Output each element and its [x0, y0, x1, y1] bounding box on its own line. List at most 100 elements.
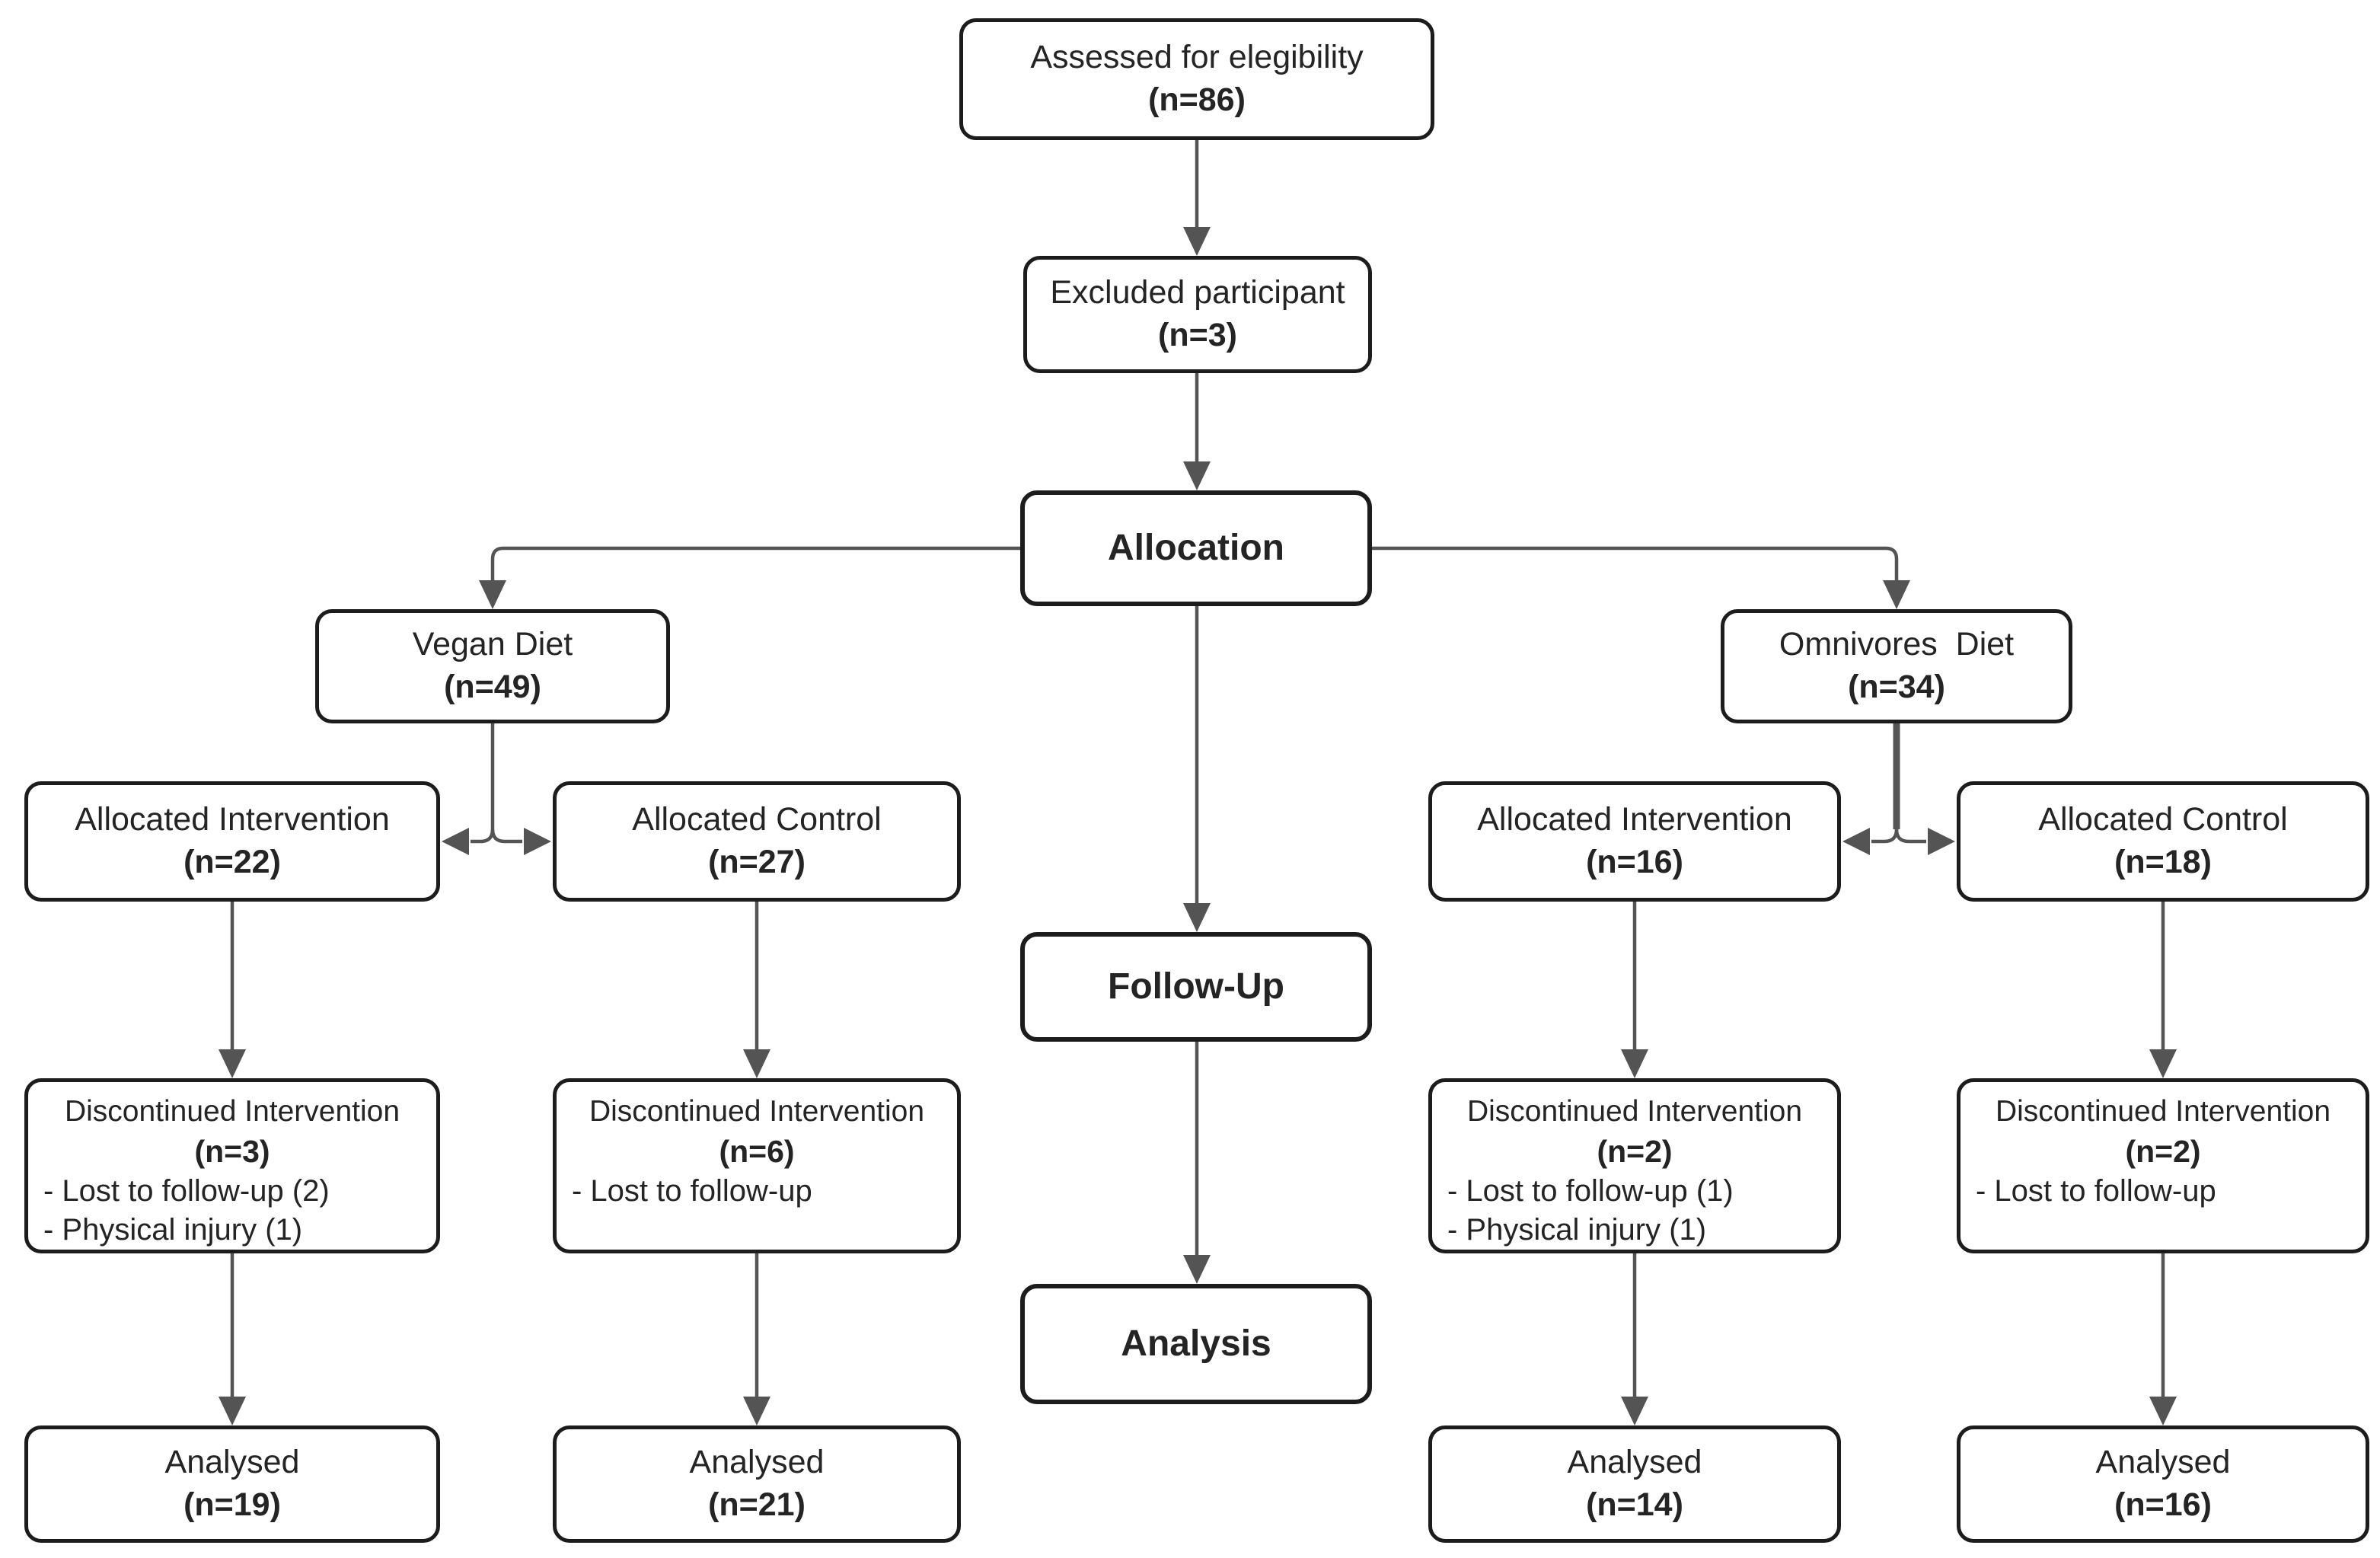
node-vegan-control-analysed: Analysed (n=21) [553, 1426, 961, 1543]
arrow-omnivores-intervention-to-discontinued [1621, 902, 1648, 1078]
node-omnivores-intervention-analysed: Analysed (n=14) [1428, 1426, 1841, 1543]
connector-branch-right [1894, 828, 1926, 844]
arrow-down-icon [1183, 903, 1211, 932]
node-label: Discontinued Intervention [589, 1095, 925, 1128]
node-label: Analysed [164, 1444, 300, 1481]
arrow-down-icon [2149, 1049, 2177, 1078]
node-count: (n=6) [719, 1133, 795, 1169]
arrow-down-icon [1183, 461, 1211, 490]
arrow-excluded-to-allocation [1183, 373, 1211, 490]
node-label: Assessed for elegibility [1030, 39, 1364, 76]
node-count: (n=34) [1848, 669, 1945, 705]
node-analysis: Analysis [1020, 1284, 1372, 1404]
node-count: (n=14) [1586, 1486, 1683, 1523]
node-count: (n=21) [708, 1486, 806, 1523]
node-count: (n=18) [2114, 844, 2212, 880]
node-omnivores-allocated-intervention: Allocated Intervention (n=16) [1428, 781, 1841, 902]
node-label: Allocated Control [2038, 801, 2288, 838]
arrow-allocation-to-followup [1183, 606, 1211, 932]
arrow-right-icon [1928, 828, 1955, 855]
node-follow-up: Follow-Up [1020, 932, 1372, 1042]
arrow-omnivores-to-allocated [1842, 723, 1955, 855]
node-label: Analysis [1121, 1323, 1271, 1364]
arrow-down-icon [743, 1049, 770, 1078]
node-count: (n=16) [2114, 1486, 2212, 1523]
arrow-right-icon [524, 828, 551, 855]
arrow-left-icon [442, 828, 469, 855]
node-count: (n=49) [444, 669, 541, 705]
node-count: (n=22) [183, 844, 281, 880]
discontinue-reason: - Lost to follow-up [1976, 1173, 2216, 1208]
arrow-omnivores-intervention-to-analysed [1621, 1253, 1648, 1426]
arrow-allocation-to-vegan [479, 546, 1020, 609]
node-omnivores-control-discontinued: Discontinued Intervention (n=2) - Lost t… [1957, 1078, 2369, 1253]
node-label: Analysed [689, 1444, 825, 1481]
connector-line [1372, 546, 1899, 582]
node-label: Discontinued Intervention [64, 1095, 400, 1128]
arrow-down-icon [219, 1397, 246, 1426]
node-vegan-diet: Vegan Diet (n=49) [315, 609, 670, 723]
node-label: Discontinued Intervention [1995, 1095, 2331, 1128]
arrow-down-icon [1183, 1255, 1211, 1284]
node-label: Follow-Up [1108, 966, 1284, 1007]
arrow-vegan-to-allocated [442, 723, 551, 855]
arrow-vegan-intervention-to-analysed [219, 1253, 246, 1426]
node-label: Allocated Control [632, 801, 882, 838]
arrow-down-icon [479, 580, 506, 609]
arrow-down-icon [1621, 1049, 1648, 1078]
arrow-omnivores-control-to-discontinued [2149, 902, 2177, 1078]
node-omnivores-allocated-control: Allocated Control (n=18) [1957, 781, 2369, 902]
arrow-vegan-control-to-discontinued [743, 902, 770, 1078]
node-label: Discontinued Intervention [1466, 1095, 1803, 1128]
node-vegan-allocated-control: Allocated Control (n=27) [553, 781, 961, 902]
node-vegan-intervention-discontinued: Discontinued Intervention (n=3) - Lost t… [24, 1078, 440, 1253]
arrow-followup-to-analysis [1183, 1042, 1211, 1284]
arrow-down-icon [743, 1397, 770, 1426]
node-label: Vegan Diet [412, 626, 573, 663]
arrow-down-icon [1183, 227, 1211, 256]
node-count: (n=2) [2125, 1133, 2201, 1169]
node-vegan-allocated-intervention: Allocated Intervention (n=22) [24, 781, 440, 902]
node-label: Analysed [2095, 1444, 2231, 1481]
node-omnivores-diet: Omnivores Diet (n=34) [1721, 609, 2072, 723]
node-vegan-intervention-analysed: Analysed (n=19) [24, 1426, 440, 1543]
node-label: Omnivores Diet [1779, 626, 2015, 663]
node-assessed: Assessed for elegibility (n=86) [959, 18, 1434, 140]
node-label: Allocation [1107, 527, 1284, 568]
arrow-down-icon [1621, 1397, 1648, 1426]
arrow-vegan-control-to-analysed [743, 1253, 770, 1426]
arrow-vegan-intervention-to-discontinued [219, 902, 246, 1078]
node-vegan-control-discontinued: Discontinued Intervention (n=6) - Lost t… [553, 1078, 961, 1253]
connector-branch-right [490, 828, 522, 844]
node-omnivores-intervention-discontinued: Discontinued Intervention (n=2) - Lost t… [1428, 1078, 1841, 1253]
arrow-down-icon [1883, 580, 1910, 609]
node-count: (n=16) [1586, 844, 1683, 880]
discontinue-reason: - Lost to follow-up (2) [43, 1173, 330, 1208]
node-label: Allocated Intervention [1477, 801, 1792, 838]
connector-line [490, 546, 1020, 582]
node-allocation: Allocation [1020, 490, 1372, 606]
node-count: (n=86) [1148, 81, 1246, 118]
arrow-assessed-to-excluded [1183, 140, 1211, 256]
node-count: (n=27) [708, 844, 806, 880]
node-excluded: Excluded participant (n=3) [1023, 256, 1372, 373]
arrow-left-icon [1842, 828, 1870, 855]
discontinue-reason: - Lost to follow-up (1) [1447, 1173, 1734, 1208]
arrow-omnivores-control-to-analysed [2149, 1253, 2177, 1426]
arrow-down-icon [219, 1049, 246, 1078]
node-count: (n=3) [1158, 317, 1237, 353]
discontinue-reason: - Physical injury (1) [1447, 1213, 1707, 1247]
connector-branch-left [1871, 828, 1899, 844]
connector-branch-left [471, 828, 495, 844]
discontinue-reason: - Physical injury (1) [43, 1213, 303, 1247]
node-omnivores-control-analysed: Analysed (n=16) [1957, 1426, 2369, 1543]
arrow-allocation-to-omnivores [1372, 546, 1910, 609]
discontinue-reason: - Lost to follow-up [572, 1173, 812, 1208]
arrow-down-icon [2149, 1397, 2177, 1426]
node-label: Excluded participant [1050, 274, 1345, 311]
node-count: (n=2) [1597, 1133, 1673, 1169]
node-count: (n=19) [183, 1486, 281, 1523]
node-label: Analysed [1567, 1444, 1702, 1481]
